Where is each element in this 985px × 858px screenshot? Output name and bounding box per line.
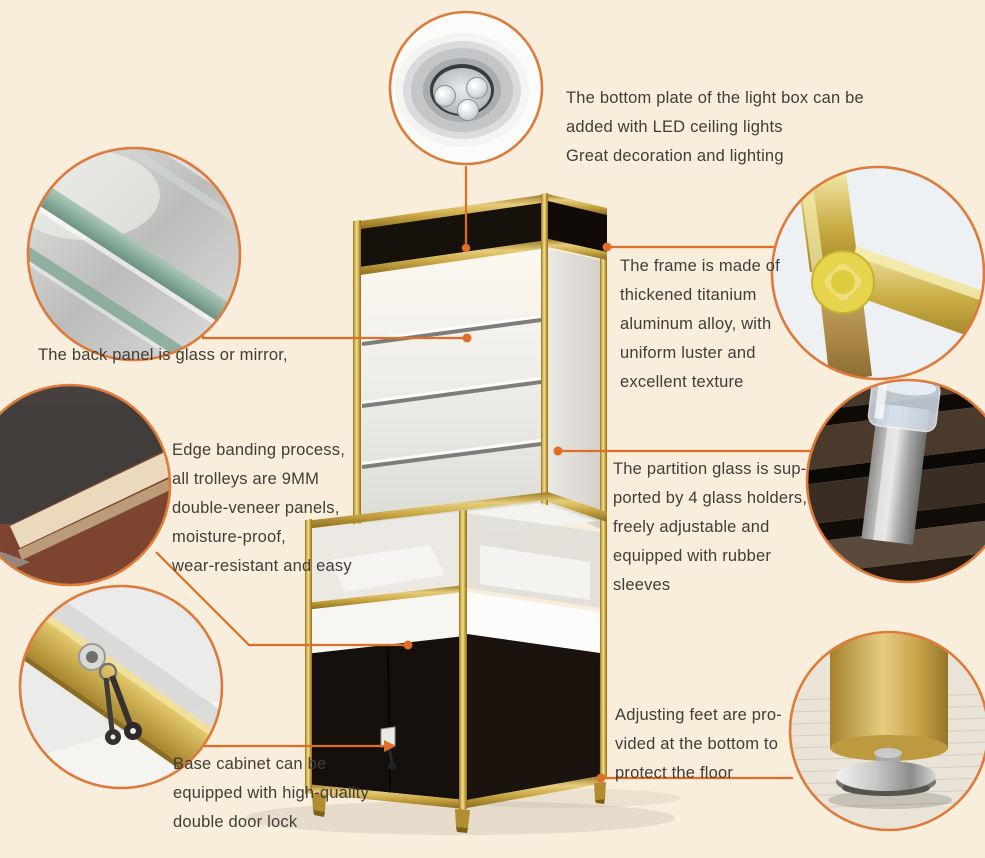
- lightbox-side: [548, 194, 607, 260]
- lightbox-front: [353, 194, 548, 276]
- ring-holder: [805, 378, 985, 584]
- callout-back-panel-text: The back panel is glass or mirror,: [38, 346, 288, 364]
- ring-foot: [788, 630, 985, 832]
- endpoint-edge-banding: [403, 640, 413, 650]
- tower-right-column: [541, 193, 548, 507]
- callout-base-lock-text: Base cabinet can be equipped with high-q…: [173, 755, 369, 831]
- endpoint-frame: [602, 242, 612, 252]
- callout-frame-text: The frame is made of thickened titanium …: [620, 257, 780, 391]
- endpoint-partition: [553, 446, 563, 456]
- counter-side-glass: [467, 513, 600, 608]
- base-front-column: [459, 510, 467, 810]
- base-left-column: [305, 519, 312, 794]
- ring-frame: [770, 165, 985, 381]
- ring-panel: [0, 383, 172, 587]
- arrowhead-lock: [384, 740, 396, 752]
- counter-side-rail: [548, 492, 607, 522]
- endpoint-feet: [596, 773, 606, 783]
- base-side-panel: [467, 634, 600, 800]
- counter-bottom-rail: [305, 585, 465, 610]
- door-lock-keys-photo: [20, 586, 222, 788]
- display-cabinet: [245, 193, 680, 835]
- drawer-band-front: [305, 592, 465, 654]
- glass-panels-photo: [28, 148, 240, 360]
- endpoint-lightbox: [461, 243, 471, 253]
- ring-led: [388, 10, 544, 166]
- endpoint-back-panel: [462, 333, 472, 343]
- tower-side-glass: [548, 249, 600, 529]
- bottom-rail-front: [305, 784, 465, 809]
- callout-lightbox-text: The bottom plate of the light box can be…: [566, 89, 864, 165]
- connector-endpoints: [384, 242, 612, 783]
- led-downlight-photo: [390, 12, 542, 164]
- tower-left-column: [353, 220, 361, 532]
- adjusting-foot-photo: [790, 632, 985, 830]
- base-doors-front: [305, 636, 465, 800]
- cabinet-feet: [312, 782, 606, 833]
- callout-adjusting-feet-text: Adjusting feet are pro- vided at the bot…: [615, 706, 782, 782]
- callout-partition-glass-text: The partition glass is sup- ported by 4 …: [613, 460, 808, 594]
- ring-glass: [26, 146, 242, 362]
- connector-edge-banding: [155, 551, 408, 647]
- counter-front-glass: [312, 512, 459, 604]
- callout-edge-banding-text: Edge banding process, all trolleys are 9…: [172, 441, 352, 575]
- ring-lock: [18, 584, 224, 790]
- circle-rings: [0, 10, 985, 832]
- cabinet-back-column: [600, 208, 607, 780]
- counter-front-rail: [305, 492, 548, 529]
- frame-corner-joint-photo: [772, 167, 984, 379]
- drawer-band-side: [467, 592, 600, 653]
- bottom-rail-side: [467, 776, 600, 808]
